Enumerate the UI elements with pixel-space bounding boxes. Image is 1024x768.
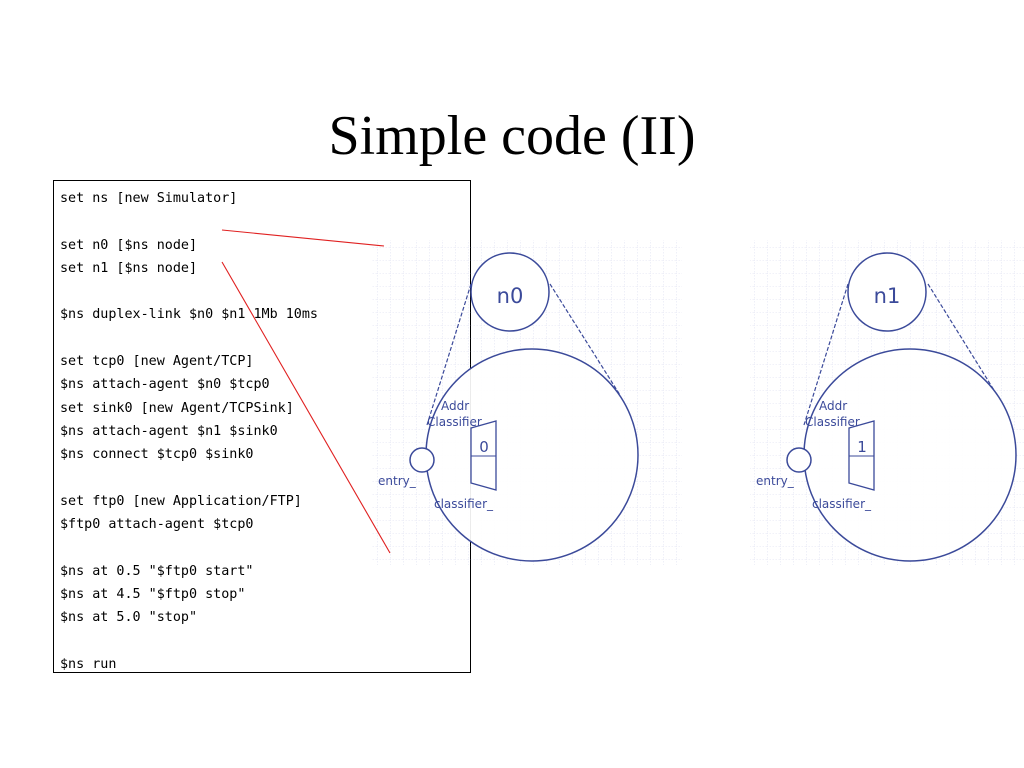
node-internal-circle — [803, 348, 1017, 562]
classifier-underscore-label: classifier_ — [812, 497, 872, 511]
code-line: $ns duplex-link $n0 $n1 1Mb 10ms — [60, 307, 318, 323]
code-line: $ftp0 attach-agent $tcp0 — [60, 517, 254, 533]
zoom-line — [549, 283, 621, 396]
code-line: $ns run — [60, 656, 117, 672]
code-line: $ns attach-agent $n0 $tcp0 — [60, 377, 270, 393]
node-n1: n1 Addr Classifier 1 entry_ classifier_ — [756, 252, 1017, 562]
entry-label: entry_ — [756, 474, 795, 488]
code-line: set ns [new Simulator] — [60, 191, 238, 206]
node-circle — [470, 252, 550, 332]
classifier-slot: 1 — [857, 438, 867, 456]
node-label: n0 — [497, 284, 524, 308]
entry-point — [786, 447, 812, 473]
pointer-line — [221, 229, 385, 247]
classifier-slot: 0 — [479, 438, 489, 456]
classifier-label: Classifier — [805, 415, 860, 429]
addr-label: Addr — [441, 399, 469, 413]
code-line: $ns connect $tcp0 $sink0 — [60, 447, 254, 463]
zoom-line — [927, 283, 998, 396]
entry-point — [409, 447, 435, 473]
code-line: set n0 [$ns node] — [60, 237, 198, 253]
code-line: set ftp0 [new Application/FTP] — [60, 493, 302, 509]
code-text: set ns [new Simulator] set n0 [$ns node] s… — [54, 181, 470, 676]
code-line: $ns at 0.5 "$ftp0 start" — [60, 563, 254, 579]
node-n0: n0 Addr Classifier 0 entry_ classifier_ — [378, 252, 639, 562]
code-line: set tcp0 [new Agent/TCP] — [60, 354, 254, 370]
zoom-line — [426, 283, 472, 426]
classifier-underscore-label: classifier_ — [434, 497, 494, 511]
pointer-line — [221, 261, 391, 554]
node-label: n1 — [874, 284, 901, 308]
code-line: set sink0 [new Agent/TCPSink] — [60, 400, 294, 416]
entry-label: entry_ — [378, 474, 417, 488]
code-line: $ns attach-agent $n1 $sink0 — [60, 423, 278, 439]
code-line: $ns at 4.5 "$ftp0 stop" — [60, 587, 246, 603]
classifier-label: Classifier — [427, 415, 482, 429]
node-internal-circle — [425, 348, 639, 562]
slide-title: Simple code (II) — [328, 105, 696, 167]
code-line: set n1 [$ns node] — [60, 260, 198, 276]
addr-label: Addr — [819, 399, 847, 413]
node-circle — [847, 252, 927, 332]
zoom-line — [803, 283, 849, 426]
code-line: $ns at 5.0 "stop" — [60, 610, 198, 626]
